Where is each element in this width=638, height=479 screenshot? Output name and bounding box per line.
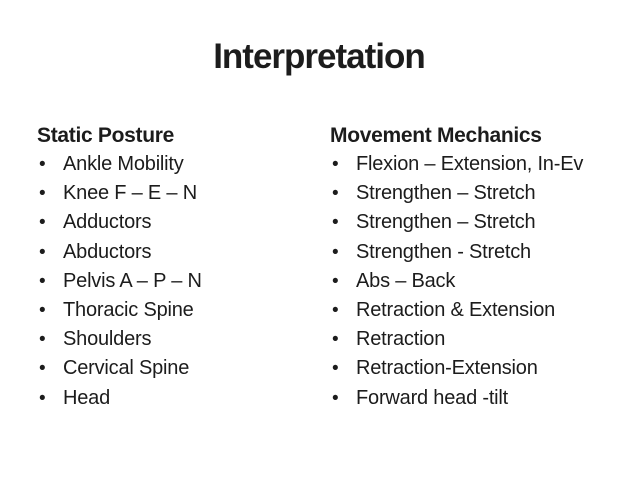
list-item: • Adductors: [37, 208, 337, 237]
bullet-icon: •: [332, 329, 339, 351]
list-item-label: Strengthen – Stretch: [356, 211, 536, 234]
list-item-label: Strengthen - Stretch: [356, 240, 531, 263]
slide-title: Interpretation: [213, 37, 426, 76]
bullet-icon: •: [39, 241, 46, 263]
list-item-label: Abs – Back: [356, 269, 456, 292]
list-item: • Retraction & Extension: [330, 296, 630, 325]
list-item: • Retraction: [330, 325, 630, 354]
list-item: • Head: [37, 384, 337, 413]
bullet-list: • Flexion – Extension, In-Ev • Strengthen –…: [330, 150, 630, 413]
list-item-label: Knee F – E – N: [63, 182, 197, 205]
bullet-icon: •: [332, 183, 339, 205]
list-item: • Strengthen – Stretch: [330, 179, 630, 208]
list-item-label: Adductors: [63, 211, 152, 234]
bullet-icon: •: [332, 358, 339, 380]
list-item-label: Head: [63, 386, 111, 409]
bullet-icon: •: [39, 270, 46, 292]
list-item-label: Strengthen – Stretch: [356, 182, 536, 205]
list-item-label: Ankle Mobility: [63, 153, 184, 175]
list-item: • Ankle Mobility: [37, 150, 337, 179]
list-item: • Abductors: [37, 238, 337, 267]
list-item-label: Pelvis A – P – N: [63, 269, 202, 292]
bullet-icon: •: [39, 300, 46, 322]
bullet-icon: •: [39, 154, 46, 175]
bullet-icon: •: [39, 387, 46, 409]
bullet-icon: •: [332, 154, 339, 175]
bullet-icon: •: [39, 358, 46, 380]
column-static-posture: Static Posture • Ankle Mobility • Knee F – …: [37, 122, 337, 413]
bullet-icon: •: [39, 183, 46, 205]
column-heading: Static Posture: [37, 124, 175, 147]
list-item-label: Abductors: [63, 240, 152, 263]
list-item: • Retraction-Extension: [330, 354, 630, 383]
list-item: • Strengthen – Stretch: [330, 208, 630, 237]
list-item: • Knee F – E – N: [37, 179, 337, 208]
bullet-icon: •: [39, 212, 46, 234]
column-movement-mechanics: Movement Mechanics • Flexion – Extension,…: [330, 122, 630, 413]
list-item-label: Forward head -tilt: [356, 386, 509, 409]
list-item: • Strengthen - Stretch: [330, 238, 630, 267]
list-item-label: Retraction: [356, 328, 446, 351]
list-item-label: Retraction & Extension: [356, 299, 556, 322]
list-item: • Forward head -tilt: [330, 384, 630, 413]
list-item-label: Shoulders: [63, 328, 152, 351]
bullet-icon: •: [332, 212, 339, 234]
bullet-icon: •: [332, 241, 339, 263]
list-item: • Abs – Back: [330, 267, 630, 296]
list-item: • Flexion – Extension, In-Ev: [330, 150, 630, 179]
list-item: • Shoulders: [37, 325, 337, 354]
bullet-icon: •: [332, 300, 339, 322]
list-item-label: Flexion – Extension, In-Ev: [356, 153, 584, 175]
list-item-label: Thoracic Spine: [63, 299, 194, 322]
list-item: • Thoracic Spine: [37, 296, 337, 325]
bullet-list: • Ankle Mobility • Knee F – E – N • Adductors…: [37, 150, 337, 413]
bullet-icon: •: [332, 270, 339, 292]
list-item-label: Cervical Spine: [63, 357, 190, 380]
list-item: • Pelvis A – P – N: [37, 267, 337, 296]
list-item: • Cervical Spine: [37, 354, 337, 383]
bullet-icon: •: [332, 387, 339, 409]
list-item-label: Retraction-Extension: [356, 357, 538, 380]
column-heading: Movement Mechanics: [330, 124, 542, 147]
bullet-icon: •: [39, 329, 46, 351]
